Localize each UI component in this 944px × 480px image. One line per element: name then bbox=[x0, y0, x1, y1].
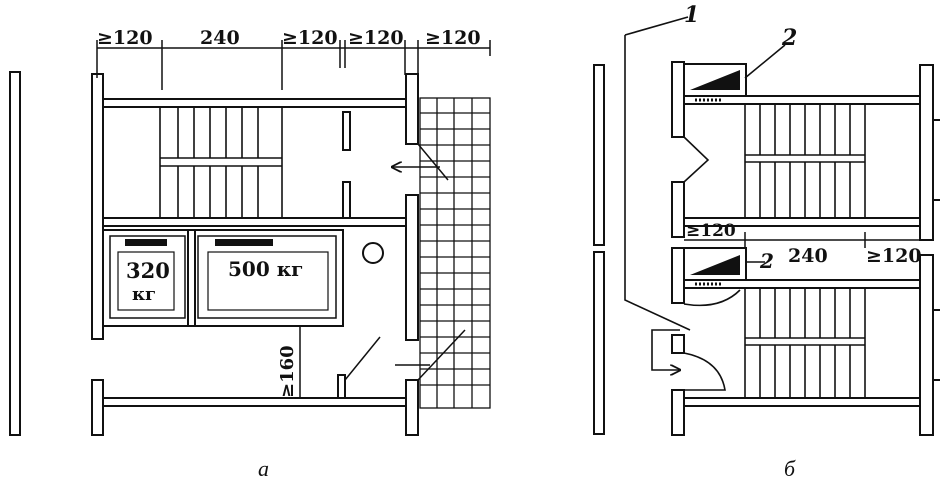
plan-a bbox=[9, 40, 491, 436]
caption-a: а bbox=[258, 456, 269, 480]
dim-b-2: 240 bbox=[788, 245, 828, 267]
dimension-line-b bbox=[684, 232, 920, 248]
stair-flight-b-upper bbox=[744, 104, 866, 218]
callout-2-mid: 2 bbox=[759, 249, 774, 273]
wall-right-bot-a bbox=[405, 379, 419, 436]
wall-b-h1 bbox=[683, 95, 921, 105]
partition-door-a bbox=[337, 374, 346, 399]
lift-small-unit: кг bbox=[132, 284, 156, 305]
caption-b: б bbox=[784, 456, 796, 480]
dim-a-3: ≥120 bbox=[282, 27, 338, 49]
right-wall-b-top bbox=[919, 64, 934, 241]
wall-b-h3 bbox=[683, 279, 921, 289]
dim-b-1: ≥120 bbox=[686, 221, 736, 241]
wall-left-lower-a bbox=[91, 379, 104, 436]
wall-b-h2 bbox=[683, 217, 921, 227]
exit-arrow-b bbox=[651, 329, 680, 370]
stair-flight-b-lower bbox=[744, 288, 866, 398]
wall-left-b-2 bbox=[671, 181, 685, 238]
lift-small-capacity: 320 bbox=[126, 258, 170, 283]
wall-right-top-a bbox=[405, 73, 419, 145]
wall-left-b-5 bbox=[671, 389, 685, 436]
dim-a-5: ≥120 bbox=[425, 27, 481, 49]
right-wall-b-bot bbox=[919, 254, 934, 436]
door-swings-b bbox=[683, 136, 741, 391]
dimension-line-top-a bbox=[96, 40, 491, 90]
door-swings-a bbox=[344, 143, 466, 381]
leader-lines-b bbox=[624, 16, 786, 331]
dim-b-3: ≥120 bbox=[866, 245, 922, 267]
wall-right-mid-a bbox=[405, 194, 419, 341]
wall-b-h4 bbox=[683, 397, 921, 407]
dimension-vertical-a bbox=[294, 325, 306, 399]
plan-b bbox=[593, 16, 940, 436]
wall-left-b-1 bbox=[671, 61, 685, 138]
left-wall-b-top bbox=[593, 64, 605, 246]
stair-flight-a bbox=[159, 107, 283, 218]
lift-small-car bbox=[109, 235, 186, 319]
lift-large-capacity: 500 кг bbox=[228, 257, 303, 281]
vent-shaft-b-upper bbox=[683, 63, 747, 102]
wall-left-b-3 bbox=[671, 247, 685, 304]
callout-2-top: 2 bbox=[781, 25, 797, 51]
dim-side-a: ≥160 bbox=[277, 345, 298, 398]
wall-mid-a bbox=[102, 217, 407, 227]
balcony-grid-a bbox=[419, 97, 491, 409]
lift-large-car bbox=[197, 235, 337, 319]
exit-arrows-a bbox=[392, 167, 440, 366]
left-wall-b-bot bbox=[593, 251, 605, 435]
wall-bottom-a bbox=[102, 397, 407, 407]
vent-shaft-b-lower bbox=[683, 247, 747, 286]
lift-small-door bbox=[125, 239, 167, 246]
dim-a-4: ≥120 bbox=[348, 27, 404, 49]
partition-lower-a bbox=[342, 181, 351, 219]
left-wall-a bbox=[9, 71, 21, 436]
dim-a-2: 240 bbox=[200, 27, 240, 49]
lift-shafts-a bbox=[102, 229, 344, 327]
column-circle-a bbox=[362, 242, 384, 264]
wall-top-a bbox=[102, 98, 407, 108]
wall-left-a bbox=[91, 73, 104, 340]
partition-upper-a bbox=[342, 111, 351, 151]
callout-1: 1 bbox=[684, 2, 699, 28]
lift-large-door bbox=[215, 239, 273, 246]
wall-left-b-4 bbox=[671, 334, 685, 354]
dim-a-1: ≥120 bbox=[97, 27, 153, 49]
